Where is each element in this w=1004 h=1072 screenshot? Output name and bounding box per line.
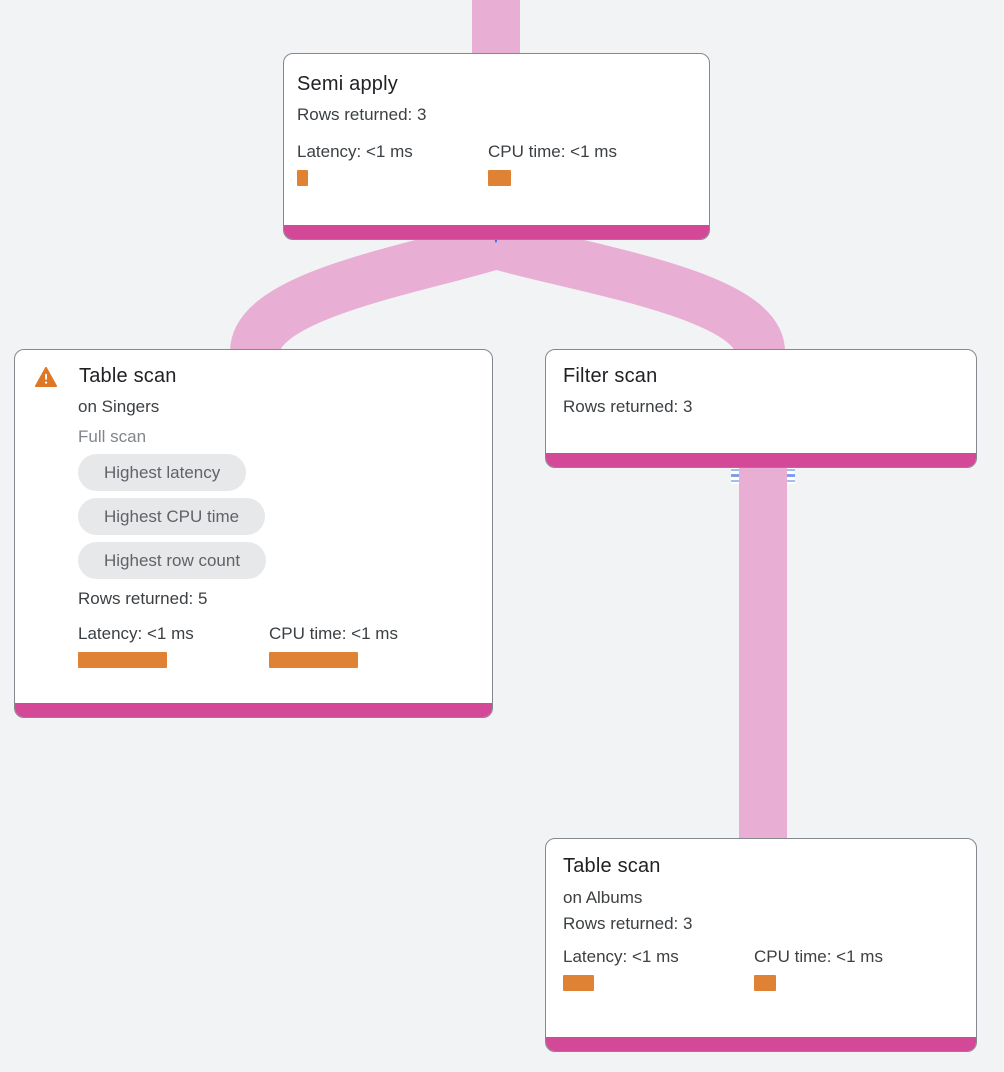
- node-title: Table scan: [563, 855, 661, 877]
- link-filter-scan-to-table-scan-albums: [739, 462, 787, 850]
- link-semi-apply-to-filter-scan: [489, 219, 785, 356]
- node-accent-bar: [546, 453, 976, 467]
- plan-node-semi-apply[interactable]: Semi apply Rows returned: 3 Latency: <1 …: [283, 53, 710, 240]
- latency-label: Latency: <1 ms: [297, 142, 413, 161]
- badge-highest-latency: Highest latency: [78, 454, 247, 491]
- cpu-metric: CPU time: <1 ms: [754, 947, 945, 991]
- scan-type: Full scan: [78, 427, 147, 446]
- latency-metric: Latency: <1 ms: [297, 142, 488, 186]
- metrics-row: Latency: <1 ms CPU time: <1 ms: [563, 947, 960, 991]
- metrics-row: Latency: <1 ms CPU time: <1 ms: [78, 624, 476, 668]
- latency-metric: Latency: <1 ms: [563, 947, 754, 991]
- cpu-time-bar: [488, 170, 511, 186]
- node-title: Table scan: [79, 365, 177, 387]
- latency-bar: [297, 170, 308, 186]
- plan-node-table-scan-albums[interactable]: Table scan on Albums Rows returned: 3 La…: [545, 838, 977, 1052]
- node-accent-bar: [284, 225, 709, 239]
- plan-node-table-scan-singers[interactable]: Table scan on Singers Full scan Highest …: [14, 349, 493, 718]
- node-title-row: Table scan: [35, 365, 476, 388]
- rows-returned: Rows returned: 5: [78, 589, 208, 608]
- scan-target: on Singers: [78, 397, 160, 416]
- badge-highest-cpu-time: Highest CPU time: [78, 498, 266, 535]
- rows-returned: Rows returned: 3: [297, 105, 427, 124]
- link-semi-apply-to-table-scan-singers: [230, 220, 504, 356]
- node-accent-bar: [15, 703, 492, 717]
- scan-target: on Albums: [563, 888, 643, 907]
- cpu-metric: CPU time: <1 ms: [488, 142, 679, 186]
- latency-label: Latency: <1 ms: [78, 624, 194, 643]
- badge-list: Highest latency Highest CPU time Highest…: [78, 454, 476, 579]
- latency-metric: Latency: <1 ms: [78, 624, 269, 668]
- metrics-row: Latency: <1 ms CPU time: <1 ms: [297, 142, 693, 186]
- latency-bar: [563, 975, 594, 991]
- latency-bar: [78, 652, 167, 668]
- cpu-time-bar: [269, 652, 358, 668]
- rows-returned: Rows returned: 3: [563, 914, 693, 933]
- node-title: Filter scan: [563, 365, 658, 387]
- warning-icon: [35, 366, 57, 387]
- latency-label: Latency: <1 ms: [563, 947, 679, 966]
- cpu-time-label: CPU time: <1 ms: [754, 947, 883, 966]
- badge-highest-row-count: Highest row count: [78, 542, 267, 579]
- cpu-time-label: CPU time: <1 ms: [269, 624, 398, 643]
- node-content: on Singers Full scan Highest latency Hig…: [78, 397, 476, 668]
- node-title: Semi apply: [297, 73, 398, 95]
- node-accent-bar: [546, 1037, 976, 1051]
- rows-returned: Rows returned: 3: [563, 397, 693, 416]
- cpu-metric: CPU time: <1 ms: [269, 624, 460, 668]
- cpu-time-label: CPU time: <1 ms: [488, 142, 617, 161]
- plan-node-filter-scan[interactable]: Filter scan Rows returned: 3: [545, 349, 977, 468]
- link-parent-to-semi-apply: [472, 0, 520, 60]
- cpu-time-bar: [754, 975, 776, 991]
